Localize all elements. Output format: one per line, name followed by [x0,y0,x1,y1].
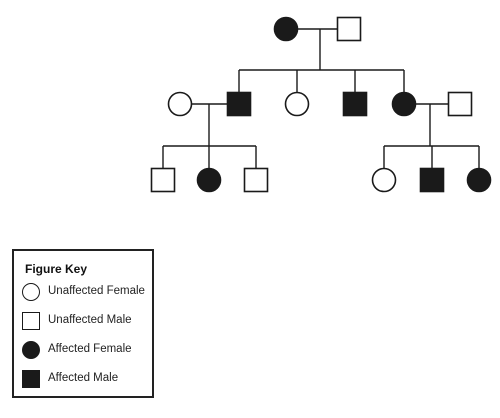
unaffected-male-symbol [22,312,40,330]
affected-male-symbol-g3-right-son [419,167,445,193]
pedigree-individuals [150,16,492,193]
affected-male-symbol-g2-son-2 [342,91,368,117]
legend-label: Unaffected Male [48,314,132,326]
affected-female-symbol-g3-left-daughter [196,167,222,193]
unaffected-male-symbol-g3-left-son-2 [243,167,269,193]
unaffected-male-symbol-g2-spouse-male [447,91,473,117]
legend-label: Unaffected Female [48,285,145,297]
affected-female-symbol [22,341,40,359]
unaffected-female-symbol [22,283,40,301]
legend-item-unaffected-female: Unaffected Female [22,283,152,305]
affected-female-symbol-g2-daughter-2 [391,91,417,117]
affected-male-symbol [22,370,40,388]
figure-key: Figure Key Unaffected Female Unaffected … [12,249,154,398]
pedigree-chart [150,16,492,193]
unaffected-male-symbol-g1-male [336,16,362,42]
legend-item-unaffected-male: Unaffected Male [22,312,152,334]
affected-female-symbol-g3-right-daughter-2 [466,167,492,193]
affected-female-symbol-g1-female [273,16,299,42]
pedigree-lines [162,28,480,168]
affected-male-symbol-g2-son-1 [226,91,252,117]
unaffected-female-symbol-g3-right-daughter-1 [371,167,397,193]
legend-item-affected-male: Affected Male [22,370,152,392]
unaffected-female-symbol-g2-daughter-1 [284,91,310,117]
legend-item-affected-female: Affected Female [22,341,152,363]
legend-label: Affected Male [48,372,119,384]
legend-label: Affected Female [48,343,132,355]
figure-key-title: Figure Key [25,262,88,276]
unaffected-male-symbol-g3-left-son-1 [150,167,176,193]
unaffected-female-symbol-g2-spouse-female [167,91,193,117]
